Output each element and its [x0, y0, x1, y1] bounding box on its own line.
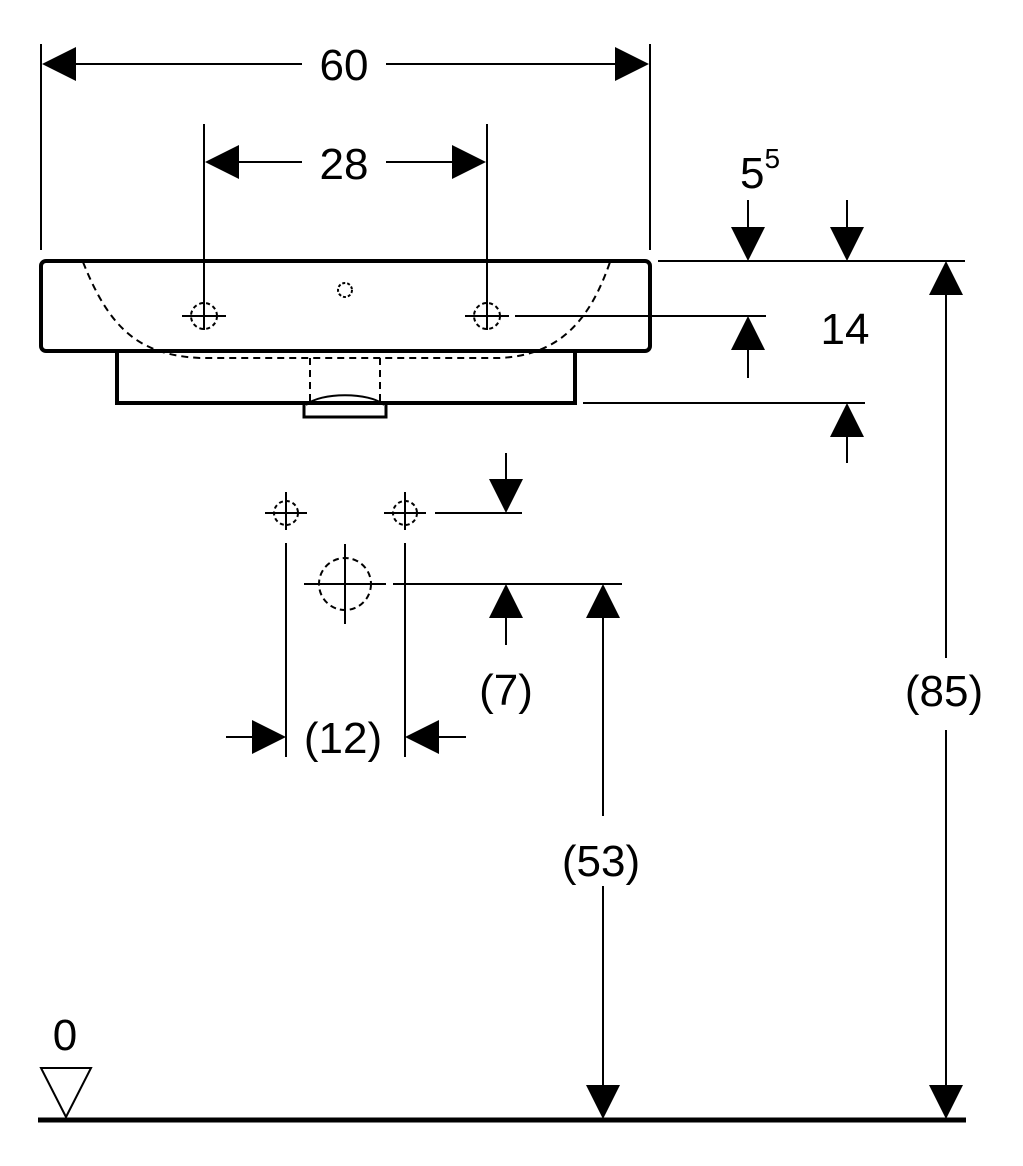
- floor-level: 0: [38, 1011, 966, 1123]
- tap-hole-spacing-dimension: 28: [203, 124, 488, 330]
- rim-thickness-dimension: 55: [658, 143, 965, 262]
- arrowhead-up-icon: [731, 316, 765, 350]
- rim-thickness-label: 55: [740, 143, 780, 198]
- arrowhead-down-icon: [586, 1085, 620, 1119]
- arrowhead-up-icon: [586, 584, 620, 618]
- overflow-hole-icon: [337, 282, 353, 298]
- basin-depth-dimension: 14: [515, 305, 869, 463]
- floor-level-label: 0: [53, 1011, 77, 1060]
- arrowhead-right-icon: [452, 145, 486, 179]
- level-marker-icon: [39, 1067, 93, 1120]
- overall-width-dimension: 60: [40, 41, 651, 250]
- rim-height-dimension: (85): [905, 261, 983, 1119]
- tap-hole-right-icon: [465, 302, 509, 330]
- waste-connection-icon: [304, 544, 386, 624]
- supply-offset-dimension: (7): [393, 453, 622, 715]
- basin-depth-label: 14: [821, 305, 870, 354]
- arrowhead-left-icon: [42, 47, 76, 81]
- arrowhead-down-icon: [830, 227, 864, 261]
- arrowhead-up-icon: [830, 403, 864, 437]
- waste-height-label: (53): [562, 837, 640, 886]
- arrowhead-up-icon: [489, 584, 523, 618]
- arrowhead-down-icon: [929, 1085, 963, 1119]
- tap-hole-spacing-label: 28: [320, 140, 369, 189]
- arrowhead-down-icon: [731, 227, 765, 261]
- arrowhead-left-icon: [205, 145, 239, 179]
- arrowhead-left-icon: [405, 720, 439, 754]
- supply-spacing-dimension: (12): [226, 543, 466, 763]
- arrowhead-up-icon: [929, 261, 963, 295]
- supply-offset-label: (7): [479, 666, 533, 715]
- arrowhead-right-icon: [615, 47, 649, 81]
- basin-outline: [39, 259, 652, 419]
- supply-spacing-label: (12): [304, 714, 382, 763]
- rim-height-label: (85): [905, 667, 983, 716]
- arrowhead-down-icon: [489, 479, 523, 513]
- overall-width-label: 60: [320, 41, 369, 90]
- arrowhead-right-icon: [252, 720, 286, 754]
- supply-connection-left-icon: [265, 492, 307, 530]
- supply-connection-right-icon: [384, 492, 426, 530]
- tap-hole-left-icon: [182, 302, 226, 330]
- waste-height-dimension: (53): [562, 584, 640, 1119]
